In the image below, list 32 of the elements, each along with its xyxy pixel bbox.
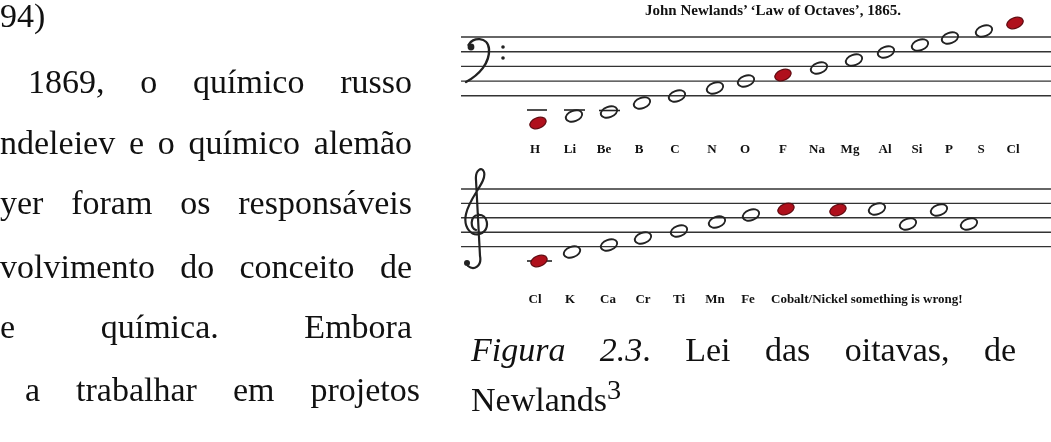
annotation-text: Cobalt/Nickel something is wrong!: [771, 290, 963, 306]
element-symbol: Cl: [1006, 140, 1020, 156]
body-text: ndeleiev e o químico alemão: [0, 123, 412, 163]
element-symbol: Ca: [600, 290, 616, 306]
element-symbol: K: [564, 290, 576, 306]
element-symbol: N: [707, 140, 717, 156]
element-symbol: Ti: [672, 290, 686, 306]
element-symbol: Mn: [705, 290, 725, 306]
element-symbol: S: [977, 140, 985, 156]
element-symbol: Fe: [741, 290, 755, 306]
element-symbol: Be: [596, 140, 612, 156]
figure-title: John Newlands’ ‘Law of Octaves’, 1865.: [645, 1, 901, 19]
element-symbol: F: [779, 140, 787, 156]
element-symbol: Cl: [528, 290, 542, 306]
element-symbol: Si: [911, 140, 923, 156]
figure-caption: Figura 2.3. Lei das oitavas, de Newlands$^{3}$: [471, 330, 1016, 421]
element-symbol: B: [634, 140, 644, 156]
element-symbol: C: [670, 140, 680, 156]
element-symbol: Li: [563, 140, 577, 156]
element-symbol: O: [739, 140, 751, 156]
body-text: volvimento do conceito de: [0, 247, 412, 287]
body-text: e química. Embora: [0, 307, 412, 347]
body-text: yer foram os responsáveis: [0, 183, 412, 223]
element-symbol: Mg: [840, 140, 860, 156]
element-symbol: Cr: [635, 290, 651, 306]
element-symbol: P: [945, 140, 953, 156]
body-text: 1869, o químico russo: [28, 62, 412, 102]
element-symbol: H: [529, 140, 541, 156]
body-text: a trabalhar em projetos: [25, 370, 420, 410]
element-symbol: Na: [809, 140, 825, 156]
body-text: 94): [0, 0, 46, 36]
element-symbol: Al: [878, 140, 892, 156]
